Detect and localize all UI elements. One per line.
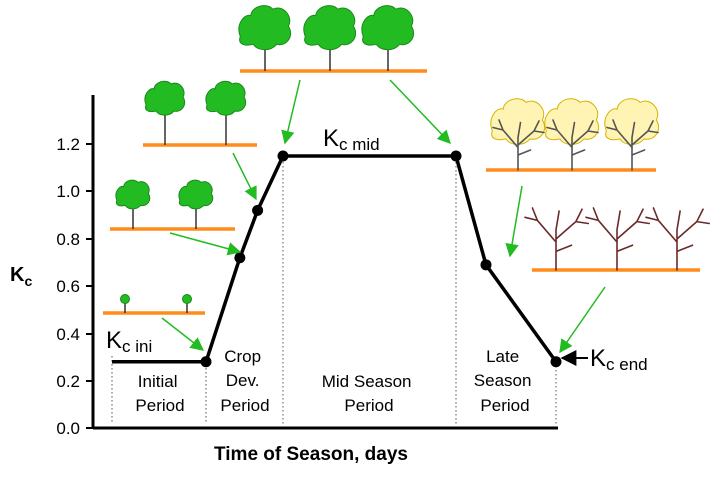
tree-foliage-icon [361,5,415,51]
period-label-line: Mid Season [322,372,412,391]
tree-foliage-icon [178,179,214,210]
bare-branches-icon [524,207,590,271]
kc-end-label: Kc end [590,345,648,374]
y-axis-title-sub: c [24,273,32,289]
y-tick-label: 1.2 [56,135,80,154]
period-label-line: Period [220,396,269,415]
bare-branches-icon [492,119,545,171]
y-axis-title-main: K [10,264,25,286]
kc-point [200,356,212,368]
arrow-dev-late [232,152,257,201]
period-label-line: Season [474,371,532,390]
tree-foliage-icon [238,5,292,51]
seedling-icon [182,294,192,304]
period-label-initial: Initial Period [135,372,184,415]
bare-branches-icon [645,207,711,271]
kc-mid-main: K [323,125,339,152]
arrow-initial [161,317,205,351]
tree-foliage-icon [144,80,186,116]
bare-branches-icon [585,207,651,271]
tree-foliage-icon [303,5,357,51]
period-label-late-season: Late Season Period [474,347,536,415]
y-tick: 1.2 [56,135,93,154]
period-label-line: Period [135,396,184,415]
y-tick: 0.2 [56,372,93,391]
period-label-line: Crop [224,347,261,366]
kc-end-main: K [590,345,606,372]
kc-curve-points [200,150,562,368]
y-tick-label: 0.4 [56,325,80,344]
period-label-line: Dev. [226,371,260,390]
kc-ini-sub: c ini [122,337,152,356]
kc-point [550,356,562,368]
period-labels: Initial Period Crop Dev. Period Mid Seas… [135,347,536,415]
kc-point [234,252,246,264]
period-label-crop-dev: Crop Dev. Period [220,347,269,415]
kc-mid-label: Kc mid [323,125,380,154]
stage-arrows [161,79,606,354]
period-label-line: Period [344,396,393,415]
y-tick-label: 0.8 [56,230,80,249]
seedling-icon [120,294,130,304]
y-tick-label: 0.0 [56,419,80,438]
bare-branches-icon [606,119,659,171]
period-label-line: Initial [138,372,178,391]
y-tick: 0.4 [56,325,93,344]
kc-mid-sub: c mid [339,135,380,154]
arrow-mid-start [281,79,301,145]
period-label-mid-season: Mid Season Period [322,372,417,415]
y-tick-label: 0.6 [56,277,80,296]
kc-curve-line [112,154,558,364]
x-axis-title: Time of Season, days [214,444,408,465]
arrow-dev-early [169,232,242,256]
y-ticks: 0.0 0.2 0.4 0.6 0.8 1.0 1.2 [56,135,93,438]
y-tick-label: 0.2 [56,372,80,391]
bare-branches-icon [546,119,599,171]
kc-point [480,259,492,271]
kc-point [277,150,289,162]
arrow-late-early [505,185,523,258]
y-tick-label: 1.0 [56,182,80,201]
arrow-late-end [559,286,606,354]
tree-foliage-icon [115,179,151,210]
kc-ini-label: Kc ini [106,327,152,356]
period-label-line: Late [486,347,519,366]
crop-illustrations [103,5,711,315]
kc-ini-main: K [106,327,122,354]
kc-point [252,204,264,216]
kc-point [450,150,462,162]
y-tick: 0.0 [56,419,93,438]
y-tick: 0.8 [56,230,93,249]
tree-foliage-icon [205,80,247,116]
period-dividers [111,154,557,424]
y-axis-title: Kc [10,264,32,289]
period-label-line: Period [480,396,529,415]
y-tick: 0.6 [56,277,93,296]
kc-end-sub: c end [606,355,648,374]
arrow-mid-end [389,79,451,144]
y-tick: 1.0 [56,182,93,201]
